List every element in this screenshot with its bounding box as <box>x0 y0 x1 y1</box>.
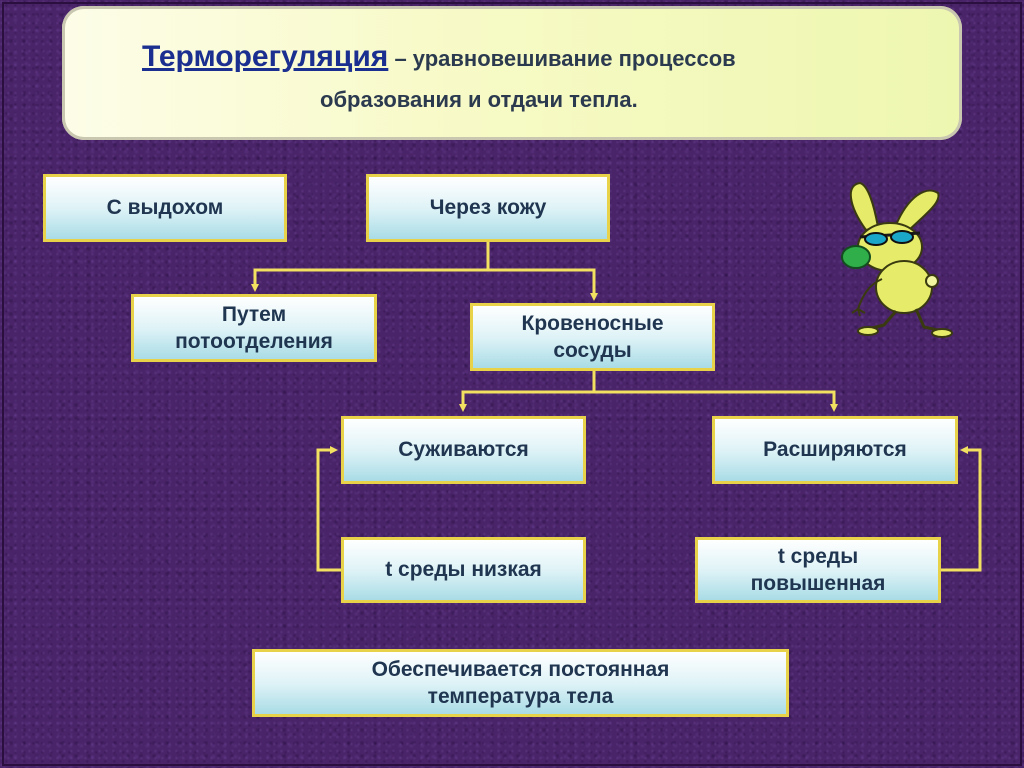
node-high-temperature-label: t среды повышенная <box>750 544 886 595</box>
connector-vessels-to-dilate <box>594 390 838 412</box>
definition-line-1: – уравновешивание процессов <box>388 46 736 71</box>
node-low-temperature: t среды низкая <box>341 537 586 603</box>
node-dilate-label: Расширяются <box>763 438 907 462</box>
node-low-temperature-label: t среды низкая <box>385 558 542 582</box>
node-dilate: Расширяются <box>712 416 958 484</box>
node-sweating: Путем потоотделения <box>131 294 377 362</box>
connector-skin-to-sweat <box>251 268 488 292</box>
term-title: Терморегуляция <box>142 40 389 73</box>
header-title-line: Терморегуляция – уравновешивание процесс… <box>142 40 736 74</box>
connector-low-temp-to-constrict <box>316 446 341 572</box>
node-through-skin-label: Через кожу <box>429 196 547 220</box>
node-constrict-label: Суживаются <box>398 438 529 462</box>
node-constrict: Суживаются <box>341 416 586 484</box>
node-blood-vessels-label: Кровеносные сосуды <box>521 311 664 362</box>
node-blood-vessels: Кровеносные сосуды <box>470 303 715 371</box>
node-exhale-label: С выдохом <box>106 196 224 220</box>
header-banner <box>62 6 962 140</box>
node-constant-body-temperature: Обеспечивается постоянная температура те… <box>252 649 789 717</box>
rabbit-with-sunglasses-icon <box>841 181 953 338</box>
node-sweating-label: Путем потоотделения <box>175 302 333 353</box>
node-constant-body-temperature-label: Обеспечивается постоянная температура те… <box>371 657 670 708</box>
node-exhale: С выдохом <box>43 174 287 242</box>
definition-line-2: образования и отдачи тепла. <box>320 87 638 112</box>
connector-skin-to-vessels <box>488 268 598 301</box>
connector-vessels-to-constrict <box>459 390 594 412</box>
node-through-skin: Через кожу <box>366 174 610 242</box>
node-high-temperature: t среды повышенная <box>695 537 941 603</box>
connector-high-temp-to-dilate <box>940 446 982 572</box>
